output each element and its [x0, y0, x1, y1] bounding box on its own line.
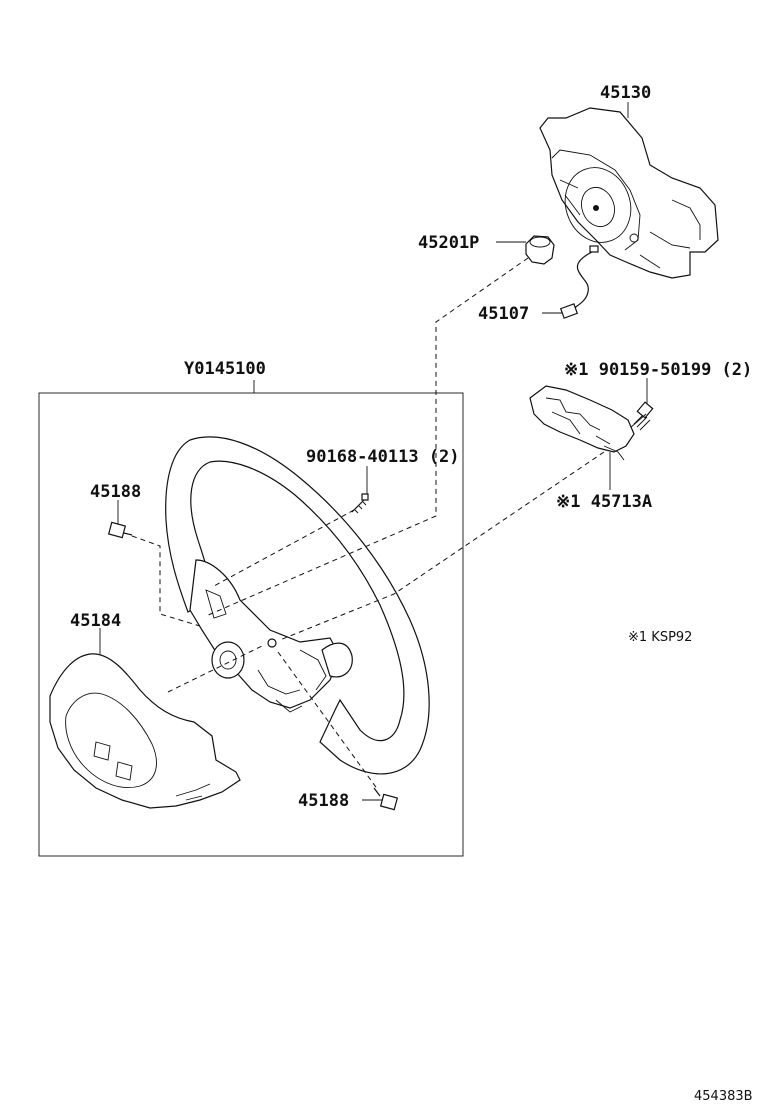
part-label-45130: 45130	[600, 83, 651, 103]
part-label-45188-upper: 45188	[90, 482, 141, 502]
wire-harness-45107[interactable]	[559, 245, 599, 319]
part-label-45201P: 45201P	[418, 233, 479, 253]
bolt-45188-upper[interactable]	[107, 521, 133, 539]
part-label-45713A: ※1 45713A	[556, 492, 652, 512]
assembly-label: Y0145100	[184, 359, 266, 379]
bracket-45713A[interactable]	[529, 385, 635, 461]
bolt-45188-lower[interactable]	[373, 787, 399, 811]
part-label-90159: ※1 90159-50199 (2)	[564, 360, 752, 380]
lower-cover-45184[interactable]	[49, 653, 241, 809]
part-label-90168: 90168-40113 (2)	[306, 447, 460, 467]
horn-cap-45201P[interactable]	[525, 235, 555, 265]
airbag-module-45130[interactable]	[539, 107, 719, 279]
drawing-number: 454383B	[694, 1089, 753, 1104]
model-note: ※1 KSP92	[628, 630, 692, 645]
screw-90159[interactable]	[629, 401, 654, 431]
assembly-frame	[38, 392, 464, 857]
assembly-guide-lines	[131, 257, 605, 791]
part-label-45188-lower: 45188	[298, 791, 349, 811]
part-label-45184: 45184	[70, 611, 121, 631]
part-label-45107: 45107	[478, 304, 529, 324]
screw-90168[interactable]	[351, 493, 369, 514]
steering-wheel[interactable]	[165, 436, 430, 775]
